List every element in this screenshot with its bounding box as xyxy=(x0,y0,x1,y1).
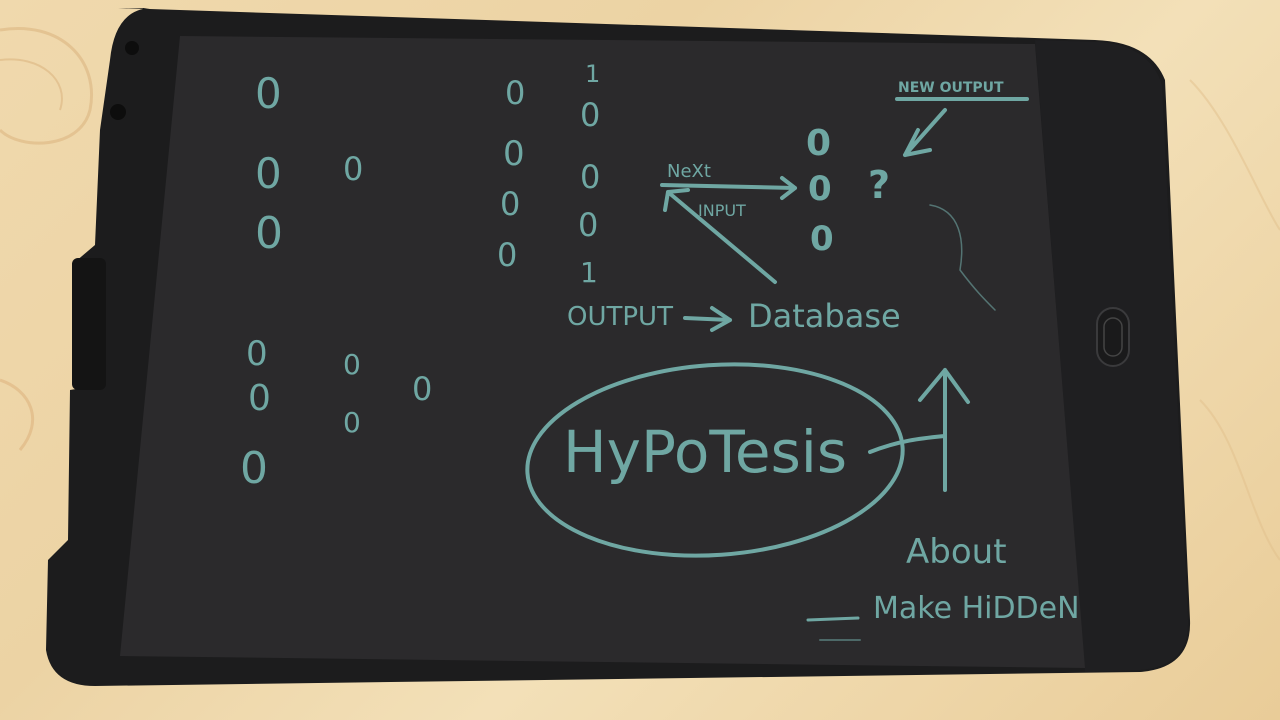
label-input: INPUT xyxy=(698,201,746,220)
label-hypotesis: HyPoTesis xyxy=(563,418,847,486)
handwriting-layer xyxy=(525,97,1029,641)
digit-c4-r1: 0 xyxy=(505,74,525,112)
question-mark: ? xyxy=(868,163,890,207)
digit-c5-r3: 0 xyxy=(580,158,600,196)
up-arrow xyxy=(918,368,970,492)
digit-c4-r4: 0 xyxy=(497,236,517,274)
digit-lower-c1-r2: 0 xyxy=(248,378,271,419)
hypotesis-connector xyxy=(868,434,947,454)
erase-button[interactable] xyxy=(1096,307,1130,367)
new-output-arrow xyxy=(903,108,947,157)
hypotesis-ellipse xyxy=(525,362,905,558)
label-next: NeXt xyxy=(667,161,711,182)
digit-lower-c2-r1: 0 xyxy=(343,348,361,381)
next-arrow xyxy=(660,176,797,200)
digit-c5-r4: 0 xyxy=(578,206,598,244)
digit-c1-r1: 0 xyxy=(255,69,282,118)
output-bit-3: 0 xyxy=(810,219,834,259)
label-make-hidden: Make HiDDeN xyxy=(873,591,1080,626)
mount-hole-top xyxy=(125,41,139,55)
input-arrow xyxy=(663,188,777,284)
label-about: About xyxy=(906,532,1007,572)
digit-c4-r2: 0 xyxy=(503,134,525,174)
writing-tablet xyxy=(46,8,1191,686)
digit-c2-r2: 0 xyxy=(343,150,363,188)
erase-button-inner xyxy=(1103,317,1123,357)
digit-c5-r5: 1 xyxy=(580,256,598,289)
make-hidden-dash xyxy=(806,616,860,622)
digit-c5-r1: 1 xyxy=(585,60,600,88)
digit-c4-r3: 0 xyxy=(500,185,520,223)
digit-lower-c1-r3: 0 xyxy=(240,443,268,494)
mount-hole-mid xyxy=(110,104,126,120)
output-bit-1: 0 xyxy=(806,123,831,164)
handwritten-text: 0 0 0 0 0 0 0 0 1 0 0 0 1 0 0 0 ? 0 0 0 … xyxy=(240,60,1080,626)
label-new-output: NEW OUTPUT xyxy=(898,80,1004,96)
output-to-database-arrow xyxy=(683,306,732,332)
output-bit-2: 0 xyxy=(808,169,832,209)
digit-c5-r2: 0 xyxy=(580,96,600,134)
label-database: Database xyxy=(748,297,901,335)
digit-c1-r2: 0 xyxy=(255,149,282,198)
digit-c1-r3: 0 xyxy=(255,208,283,259)
digit-lower-c3-r1: 0 xyxy=(412,370,432,408)
digit-lower-c1-r1: 0 xyxy=(246,334,268,374)
digit-lower-c2-r2: 0 xyxy=(343,406,361,439)
lcd-screen xyxy=(120,36,1085,668)
wood-table xyxy=(0,27,1280,561)
label-output: OUTPUT xyxy=(567,302,673,332)
faint-squiggle xyxy=(929,204,996,311)
pen-clip xyxy=(72,258,106,390)
